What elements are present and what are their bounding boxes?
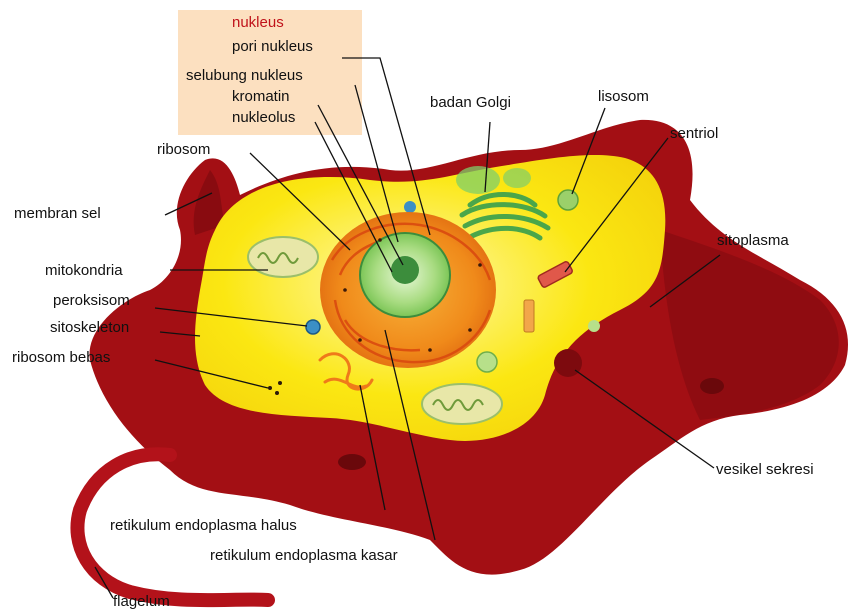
peroxisome (306, 320, 320, 334)
label-selubung-nukleus: selubung nukleus (186, 67, 303, 84)
label-membran-sel: membran sel (14, 205, 101, 222)
label-mitokondria: mitokondria (45, 262, 123, 279)
mitochondrion (422, 384, 502, 424)
label-badan-golgi: badan Golgi (430, 94, 511, 111)
label-flagelum: flagelum (113, 593, 170, 609)
label-pori-nukleus: pori nukleus (232, 38, 313, 55)
label-sentriol: sentriol (670, 125, 718, 142)
vesicle (588, 320, 600, 332)
lysosome (558, 190, 578, 210)
nucleolus (391, 256, 419, 284)
label-re-kasar: retikulum endoplasma kasar (210, 547, 398, 564)
label-nukleus: nukleus (232, 14, 284, 31)
label-peroksisom: peroksisom (53, 292, 130, 309)
label-sitoplasma: sitoplasma (717, 232, 789, 249)
label-sitoskeleton: sitoskeleton (50, 319, 129, 336)
vesicle (404, 201, 416, 213)
secretory-vesicle (554, 349, 582, 377)
mitochondrion (248, 237, 318, 277)
nucleus (320, 212, 496, 368)
label-lisosom: lisosom (598, 88, 649, 105)
label-kromatin: kromatin (232, 88, 290, 105)
label-vesikel-sekresi: vesikel sekresi (716, 461, 814, 478)
golgi-vesicle (503, 168, 531, 188)
lysosome (477, 352, 497, 372)
golgi-vesicle (456, 166, 500, 194)
label-re-halus: retikulum endoplasma halus (110, 517, 297, 534)
label-nukleolus: nukleolus (232, 109, 295, 126)
label-ribosom: ribosom (157, 141, 210, 158)
label-ribosom-bebas: ribosom bebas (12, 349, 110, 366)
